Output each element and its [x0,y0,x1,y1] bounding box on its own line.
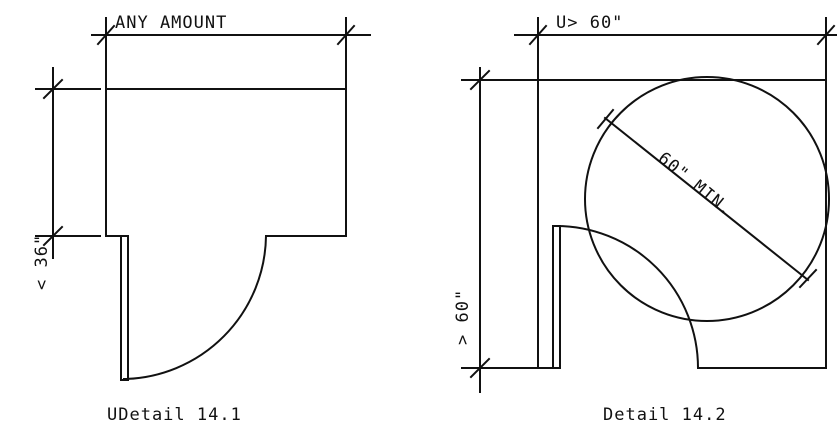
alcove-outline [105,88,347,237]
door-arc-2 [554,224,700,370]
depth-label: < 36" [32,234,52,290]
caption-detail-14-1: UDetail 14.1 [107,405,242,425]
turning-circle-outline [584,76,830,322]
width-dimension-2: U> 60" [514,13,837,79]
diameter-line [603,116,810,282]
detail-14-2: U> 60" > 60" 60" MIN. D [453,13,837,425]
width-dimension: ANY AMOUNT [91,13,371,89]
depth-dimension: < 36" [32,67,101,290]
door-arc [122,234,268,381]
door-leaf [120,235,129,381]
diameter-label: 60" MIN. [654,148,736,220]
caption-detail-14-2: Detail 14.2 [603,405,727,425]
width-label: ANY AMOUNT [115,13,227,33]
width-label-2: U> 60" [556,13,623,33]
depth-label-2: > 60" [453,289,473,345]
door-leaf-2 [552,225,561,369]
depth-dimension-2: > 60" [453,67,539,393]
room-outline [537,79,827,369]
door-swing-2 [552,224,700,370]
door-swing [120,234,268,381]
detail-14-1: ANY AMOUNT < 36" UDetail 14.1 [32,13,371,425]
turning-circle: 60" MIN. [584,76,830,322]
